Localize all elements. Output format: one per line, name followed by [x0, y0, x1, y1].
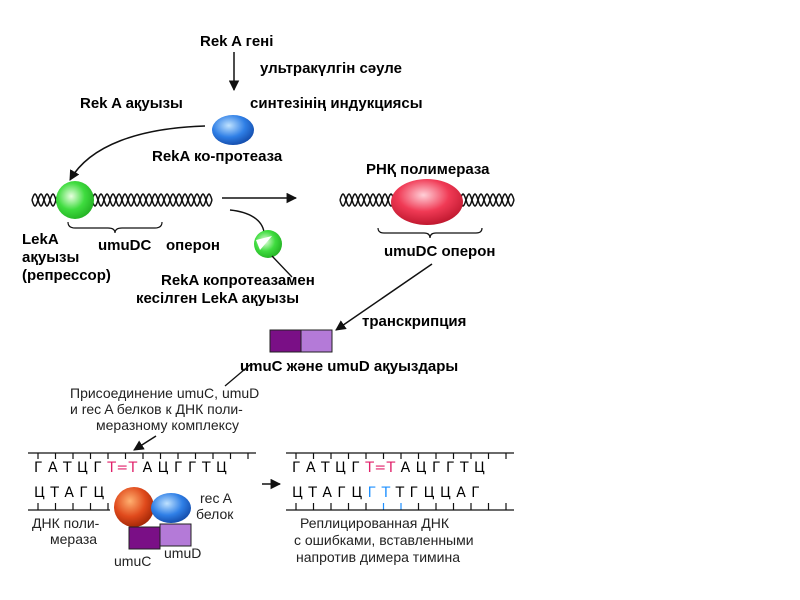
replicated-label-line3: напротив димера тимина: [296, 549, 460, 565]
left-bottom-sequence: Ц Т А Г Ц: [34, 485, 105, 501]
cleaved-leka-label-line2: кесілген LekA ақуызы: [136, 290, 299, 307]
left-top-ticks: [37, 453, 249, 459]
seqLT-segment-1: Т=Т: [106, 460, 137, 476]
umuc-product-box: [269, 329, 302, 353]
reca-label-line2: белок: [196, 506, 234, 522]
replicated-label-line2: с ошибками, вставленными: [294, 532, 474, 548]
uv-light-label: ультракүлгін сәуле: [260, 60, 402, 77]
umuc-label: umuC: [114, 553, 151, 569]
seqRB-segment-0: Ц Т А Г Ц: [292, 485, 368, 501]
transcription-label: транскрипция: [362, 313, 466, 330]
right-top-ticks: [295, 453, 507, 459]
reka-coprotease-blob: [212, 115, 254, 145]
cleaved-leka-pointer: [271, 255, 293, 278]
rna-polymerase-blob: [391, 179, 463, 225]
seqLT-segment-2: А Ц Г Г Т Ц: [138, 460, 228, 476]
operon-left-label: оперон: [166, 237, 220, 254]
left-top-sequence: Г А Т Ц Г Т=Т А Ц Г Г Т Ц: [34, 460, 227, 476]
association-label-line1: Присоединение umuC, umuD: [70, 385, 259, 401]
seqRB-segment-1: Г Т: [368, 485, 391, 501]
umu-proteins-label: umuC және umuD ақуыздары: [240, 358, 458, 375]
dna-polymerase-label-line2: мераза: [50, 531, 97, 547]
cleavage-pointer: [229, 209, 265, 233]
seqRT-segment-2: А Ц Г Г Т Ц: [396, 460, 486, 476]
leka-label-line3: (репрессор): [22, 267, 111, 284]
association-pointer: [224, 363, 252, 387]
reca-label-line1: rec A: [200, 490, 233, 506]
replicated-label-line1: Реплицированная ДНК: [300, 515, 450, 531]
umud-product-box: [300, 329, 333, 353]
seqRT-segment-1: Т=Т: [364, 460, 395, 476]
leka-repressor-blob: [56, 181, 94, 219]
right-operon-bracket: [377, 227, 483, 239]
association-arrow: [133, 435, 157, 451]
cleaved-leka-label-line1: RekA копротеазамен: [161, 272, 315, 289]
reca-protein-blob: [151, 493, 191, 523]
umud-label: umuD: [164, 545, 201, 561]
umudc-operon-right-label: umuDC оперон: [384, 243, 495, 260]
right-top-sequence: Г А Т Ц Г Т=Т А Ц Г Г Т Ц: [292, 460, 485, 476]
umuc-complex-box: [128, 526, 161, 550]
reka-protein-label: Rek A ақуызы: [80, 95, 183, 112]
induction-label: синтезінің индукциясы: [250, 95, 423, 112]
seqRB-segment-2: Т Г Ц Ц А Г: [391, 485, 481, 501]
reka-coprotease-label: RekA ко-протеаза: [152, 148, 283, 165]
reka-gene-label: Rek A гені: [200, 33, 273, 50]
seqRT-segment-0: Г А Т Ц Г: [292, 460, 365, 476]
transcription-arrow: [335, 263, 433, 331]
seqLT-segment-0: Г А Т Ц Г: [34, 460, 107, 476]
umud-complex-box: [159, 523, 192, 547]
rna-polymerase-label: РНҚ полимераза: [366, 161, 490, 178]
cleaved-leka-blob: [254, 230, 282, 258]
cleavage-notch: [256, 236, 272, 250]
right-bottom-ticks: [295, 503, 507, 510]
association-label-line2: и rec A белков к ДНК поли-: [70, 401, 243, 417]
association-label-line3: меразному комплексу: [96, 417, 239, 433]
left-bottom-ticks: [37, 503, 109, 510]
dna-polymerase-blob: [114, 487, 154, 527]
umudc-left-label: umuDC: [98, 237, 151, 254]
leka-label-line2: ақуызы: [22, 249, 79, 266]
left-operon-bracket: [67, 221, 163, 234]
leka-label-line1: LekA: [22, 231, 59, 248]
right-bottom-sequence: Ц Т А Г Ц Г Т Т Г Ц Ц А Г: [292, 485, 480, 501]
seqLB-segment-0: Ц Т А Г Ц: [34, 485, 105, 501]
reka-to-leka-arrow: [69, 125, 206, 181]
dna-polymerase-label-line1: ДНК поли-: [32, 515, 100, 531]
